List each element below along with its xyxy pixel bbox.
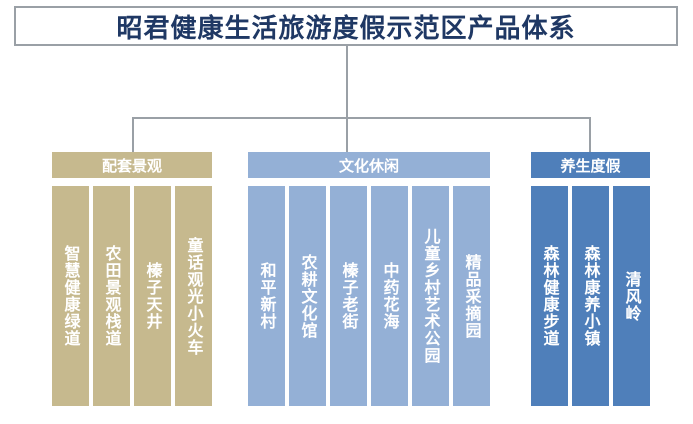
connector-branch-3: [589, 117, 591, 152]
product-label: 农田景观栈道: [102, 245, 122, 347]
category-header-wenhua: 文化休闲: [248, 152, 490, 178]
product-item: 智慧健康绿道: [52, 186, 89, 406]
connector-horizontal: [132, 117, 591, 119]
product-item: 和平新村: [248, 186, 285, 406]
product-item: 童话观光小火车: [175, 186, 212, 406]
connector-branch-2: [346, 117, 348, 152]
diagram-title: 昭君健康生活旅游度假示范区产品体系: [14, 6, 678, 46]
product-item: 农田景观栈道: [93, 186, 130, 406]
product-item: 榛子天井: [134, 186, 171, 406]
product-label: 和平新村: [257, 262, 277, 330]
connector-trunk: [346, 46, 348, 118]
product-item: 清风岭: [613, 186, 650, 406]
product-label: 儿童乡村艺术公园: [421, 228, 441, 364]
product-label: 中药花海: [380, 262, 400, 330]
product-item: 榛子老街: [330, 186, 367, 406]
product-label: 森林康养小镇: [581, 245, 601, 347]
product-item: 农耕文化馆: [289, 186, 326, 406]
connector-branch-1: [132, 117, 134, 152]
product-label: 精品采摘园: [462, 253, 482, 339]
category-header-yangsheng: 养生度假: [531, 152, 650, 178]
product-label: 农耕文化馆: [298, 253, 318, 339]
product-item: 森林健康步道: [531, 186, 568, 406]
product-label: 童话观光小火车: [184, 236, 204, 356]
product-label: 清风岭: [622, 270, 642, 322]
product-label: 榛子天井: [143, 262, 163, 330]
category-header-peitao: 配套景观: [52, 152, 212, 178]
product-label: 智慧健康绿道: [61, 245, 81, 347]
product-item: 中药花海: [371, 186, 408, 406]
product-label: 榛子老街: [339, 262, 359, 330]
product-item: 精品采摘园: [453, 186, 490, 406]
product-item: 森林康养小镇: [572, 186, 609, 406]
product-item: 儿童乡村艺术公园: [412, 186, 449, 406]
product-label: 森林健康步道: [540, 245, 560, 347]
